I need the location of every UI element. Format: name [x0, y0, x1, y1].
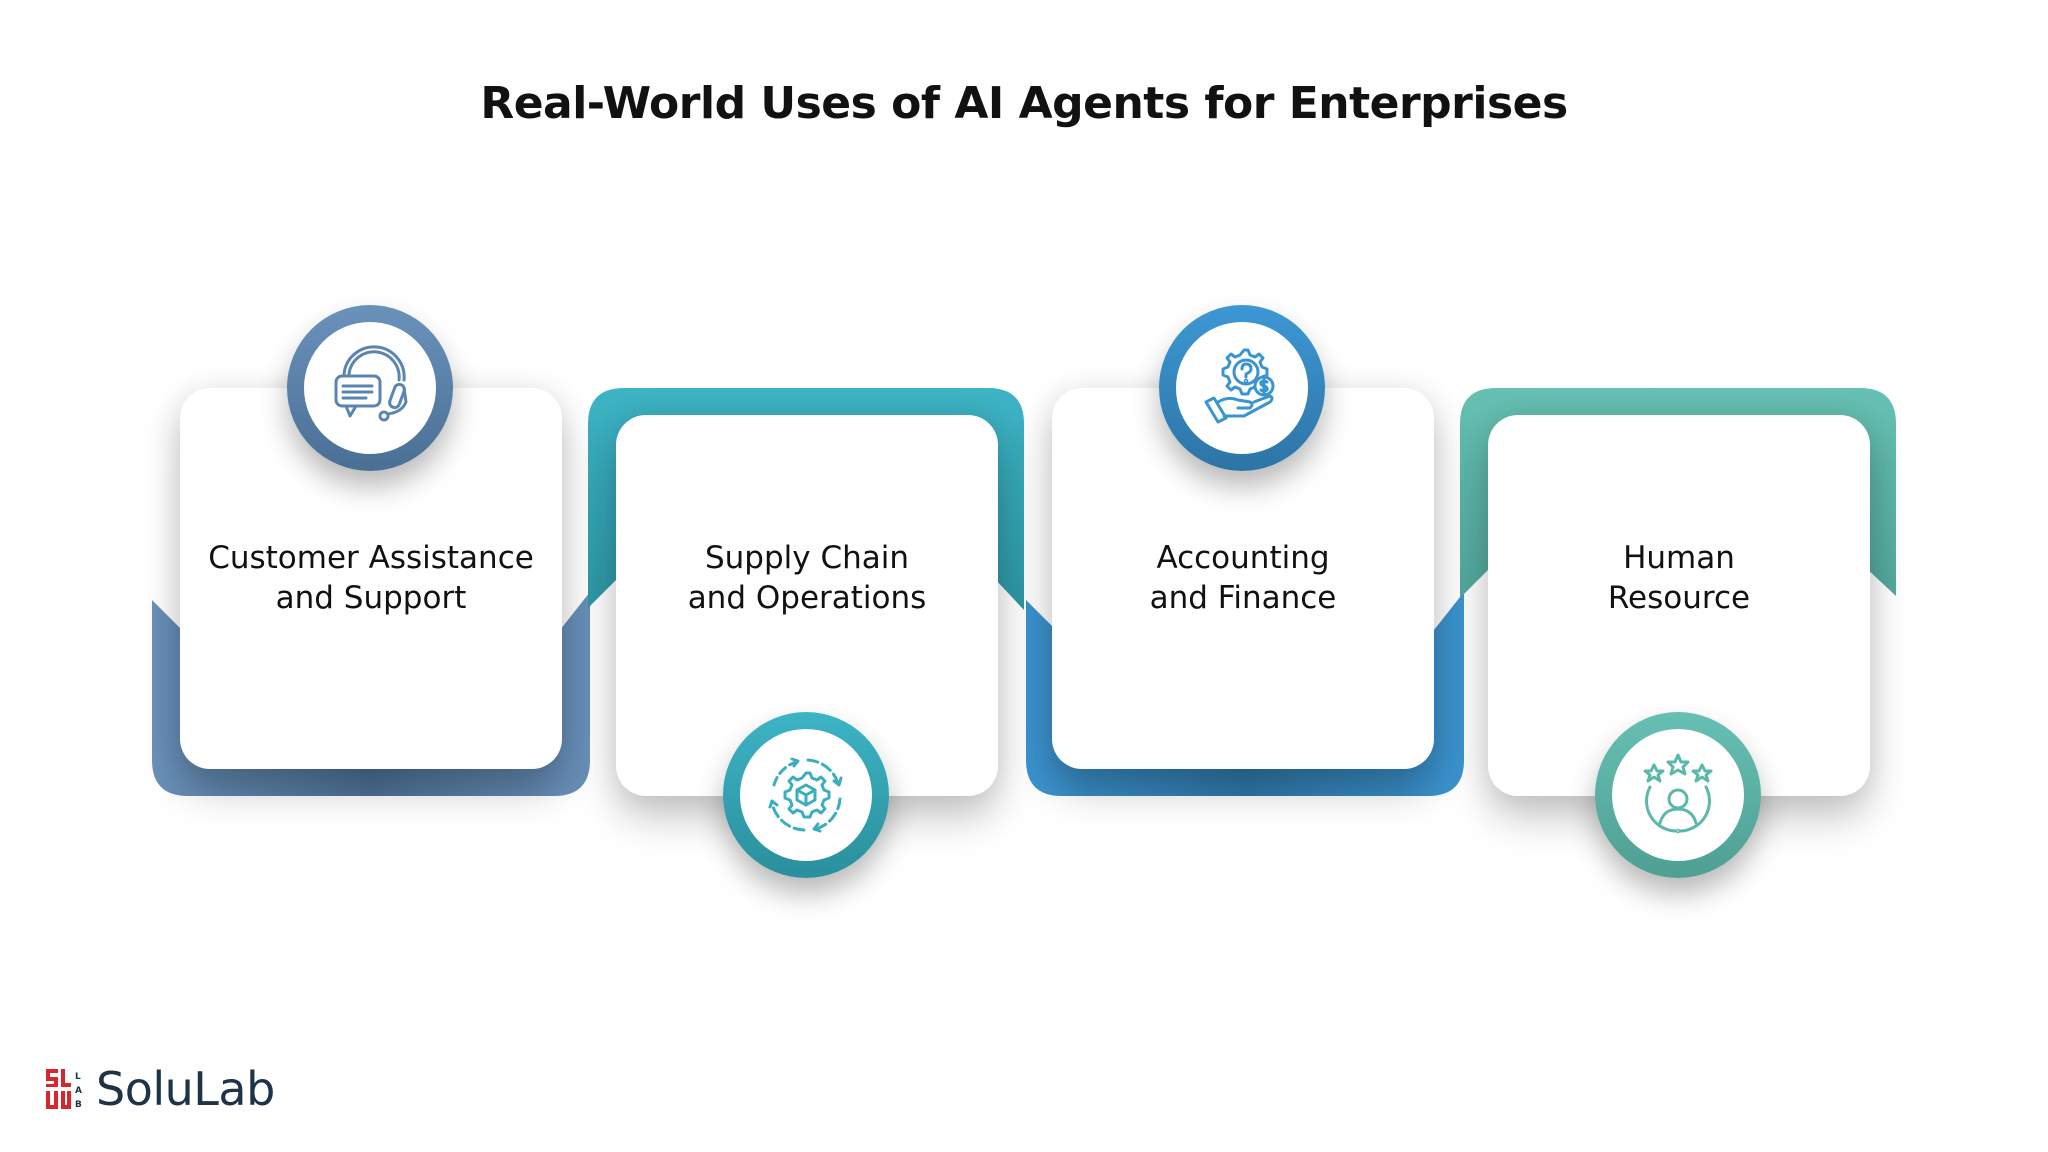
solulab-mark-icon: LAB [46, 1069, 82, 1109]
brand-name: SoluLab [96, 1062, 275, 1116]
card-title: Supply Chain and Operations [687, 540, 927, 616]
card-title: Accounting and Finance [1149, 540, 1337, 616]
svg-text:B: B [75, 1100, 82, 1109]
card-title: Human Resource [1607, 540, 1751, 616]
person-stars-icon [1643, 753, 1713, 834]
icon-ring-4 [1595, 712, 1761, 878]
gear-box-cycle-icon [768, 757, 843, 833]
icon-ring-2 [723, 712, 889, 878]
page-title: Real-World Uses of AI Agents for Enterpr… [480, 78, 1568, 129]
card-accounting-finance: Accounting and Finance [1052, 388, 1434, 769]
svg-text:A: A [75, 1086, 82, 1096]
svg-text:L: L [75, 1072, 81, 1082]
headset-chat-icon [334, 345, 408, 422]
card-title: Customer Assistance and Support [208, 540, 534, 616]
hand-gear-dollar-icon [1204, 348, 1275, 424]
icon-ring-1 [287, 305, 453, 471]
icon-ring-3 [1159, 305, 1325, 471]
